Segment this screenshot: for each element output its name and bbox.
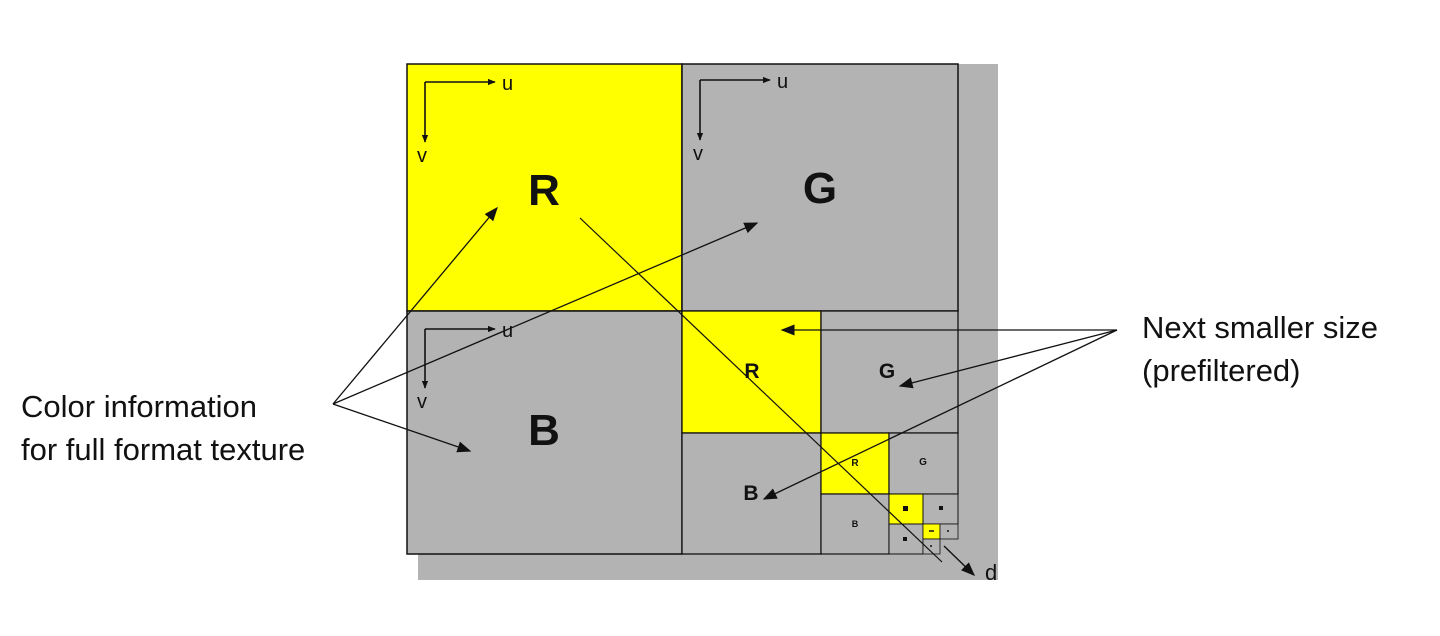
left-caption-line1: Color information [21, 389, 258, 424]
right-caption-line1: Next smaller size [1142, 310, 1378, 345]
level3-blue-marker [903, 537, 907, 541]
level0-u-label-red: u [502, 73, 513, 95]
level2-green-label: G [919, 457, 927, 468]
level2-green-block [888, 432, 959, 495]
uv-axes-blue [421, 325, 496, 389]
level1-blue-block [681, 432, 822, 555]
level4-blue-marker [930, 545, 932, 547]
level2-blue-label: B [852, 519, 859, 529]
level0-u-label-green: u [777, 71, 788, 93]
level3-red-marker [903, 506, 908, 511]
level0-u-label-blue: u [502, 320, 513, 342]
left-caption-line2: for full format texture [21, 432, 306, 467]
right-callout-arrows [762, 324, 1118, 500]
level0-red-block [406, 63, 683, 312]
left-callout-arrows [332, 206, 759, 453]
level3-green-marker [939, 506, 943, 510]
level0-red-label: R [528, 166, 560, 215]
level0-v-label-green: v [693, 143, 703, 165]
level0-blue-label: B [528, 406, 560, 455]
level4-green-block [939, 523, 959, 540]
depth-arrow [943, 545, 976, 576]
depth-label: d [985, 560, 997, 585]
level0-blue-block [406, 310, 683, 555]
level0-green-label: G [803, 164, 837, 213]
level2-blue-block [820, 493, 890, 555]
level1-green-label: G [879, 360, 895, 383]
level0-v-label-blue: v [417, 391, 427, 413]
uv-axes-red [421, 78, 496, 143]
level1-blue-label: B [743, 482, 758, 505]
level1-red-label: R [744, 360, 759, 383]
right-caption-line2: (prefiltered) [1142, 353, 1301, 388]
diagonal-guide-line [579, 217, 943, 563]
level0-v-label-red: v [417, 145, 427, 167]
level2-red-label: R [851, 458, 859, 469]
level1-red-block [681, 310, 822, 434]
level4-green-marker [947, 530, 949, 532]
level0-green-block [681, 63, 959, 312]
uv-axes-green [696, 76, 771, 141]
